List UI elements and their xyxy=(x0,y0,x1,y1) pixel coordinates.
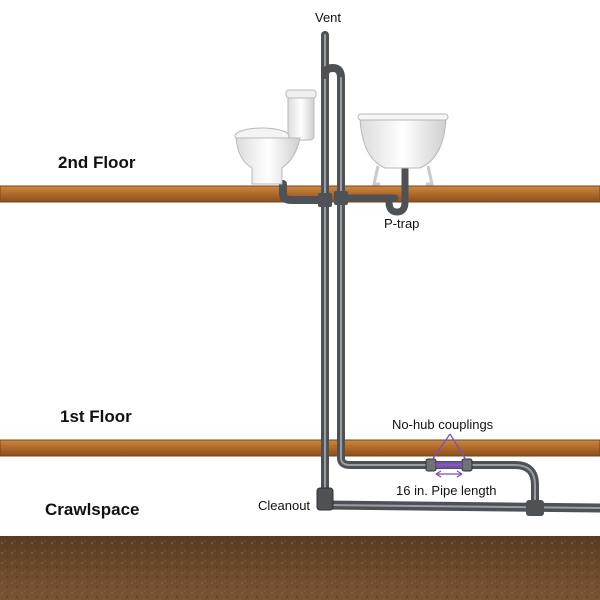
toilet-drain-pipe xyxy=(279,180,329,204)
cleanout-fitting xyxy=(316,487,334,511)
first-floor-label: 1st Floor xyxy=(60,407,132,426)
coupling-right xyxy=(461,458,473,472)
pipe-length-label: 16 in. Pipe length xyxy=(396,483,496,498)
coupling-left xyxy=(425,458,437,472)
vent-label: Vent xyxy=(315,10,341,25)
crawlspace-label: Crawlspace xyxy=(45,500,140,519)
no-hub-couplings-label: No-hub couplings xyxy=(392,417,494,432)
pipe-system xyxy=(279,31,600,516)
crawlspace-soil xyxy=(0,536,600,600)
first-floor-joist xyxy=(0,439,600,457)
cleanout-label: Cleanout xyxy=(258,498,310,513)
annotation-lines xyxy=(431,433,467,478)
p-trap-pipe xyxy=(385,164,409,216)
second-floor-label: 2nd Floor xyxy=(58,153,136,172)
clawfoot-bathtub-icon xyxy=(357,113,449,186)
p-trap-label: P-trap xyxy=(384,216,419,231)
toilet-icon xyxy=(234,89,317,185)
